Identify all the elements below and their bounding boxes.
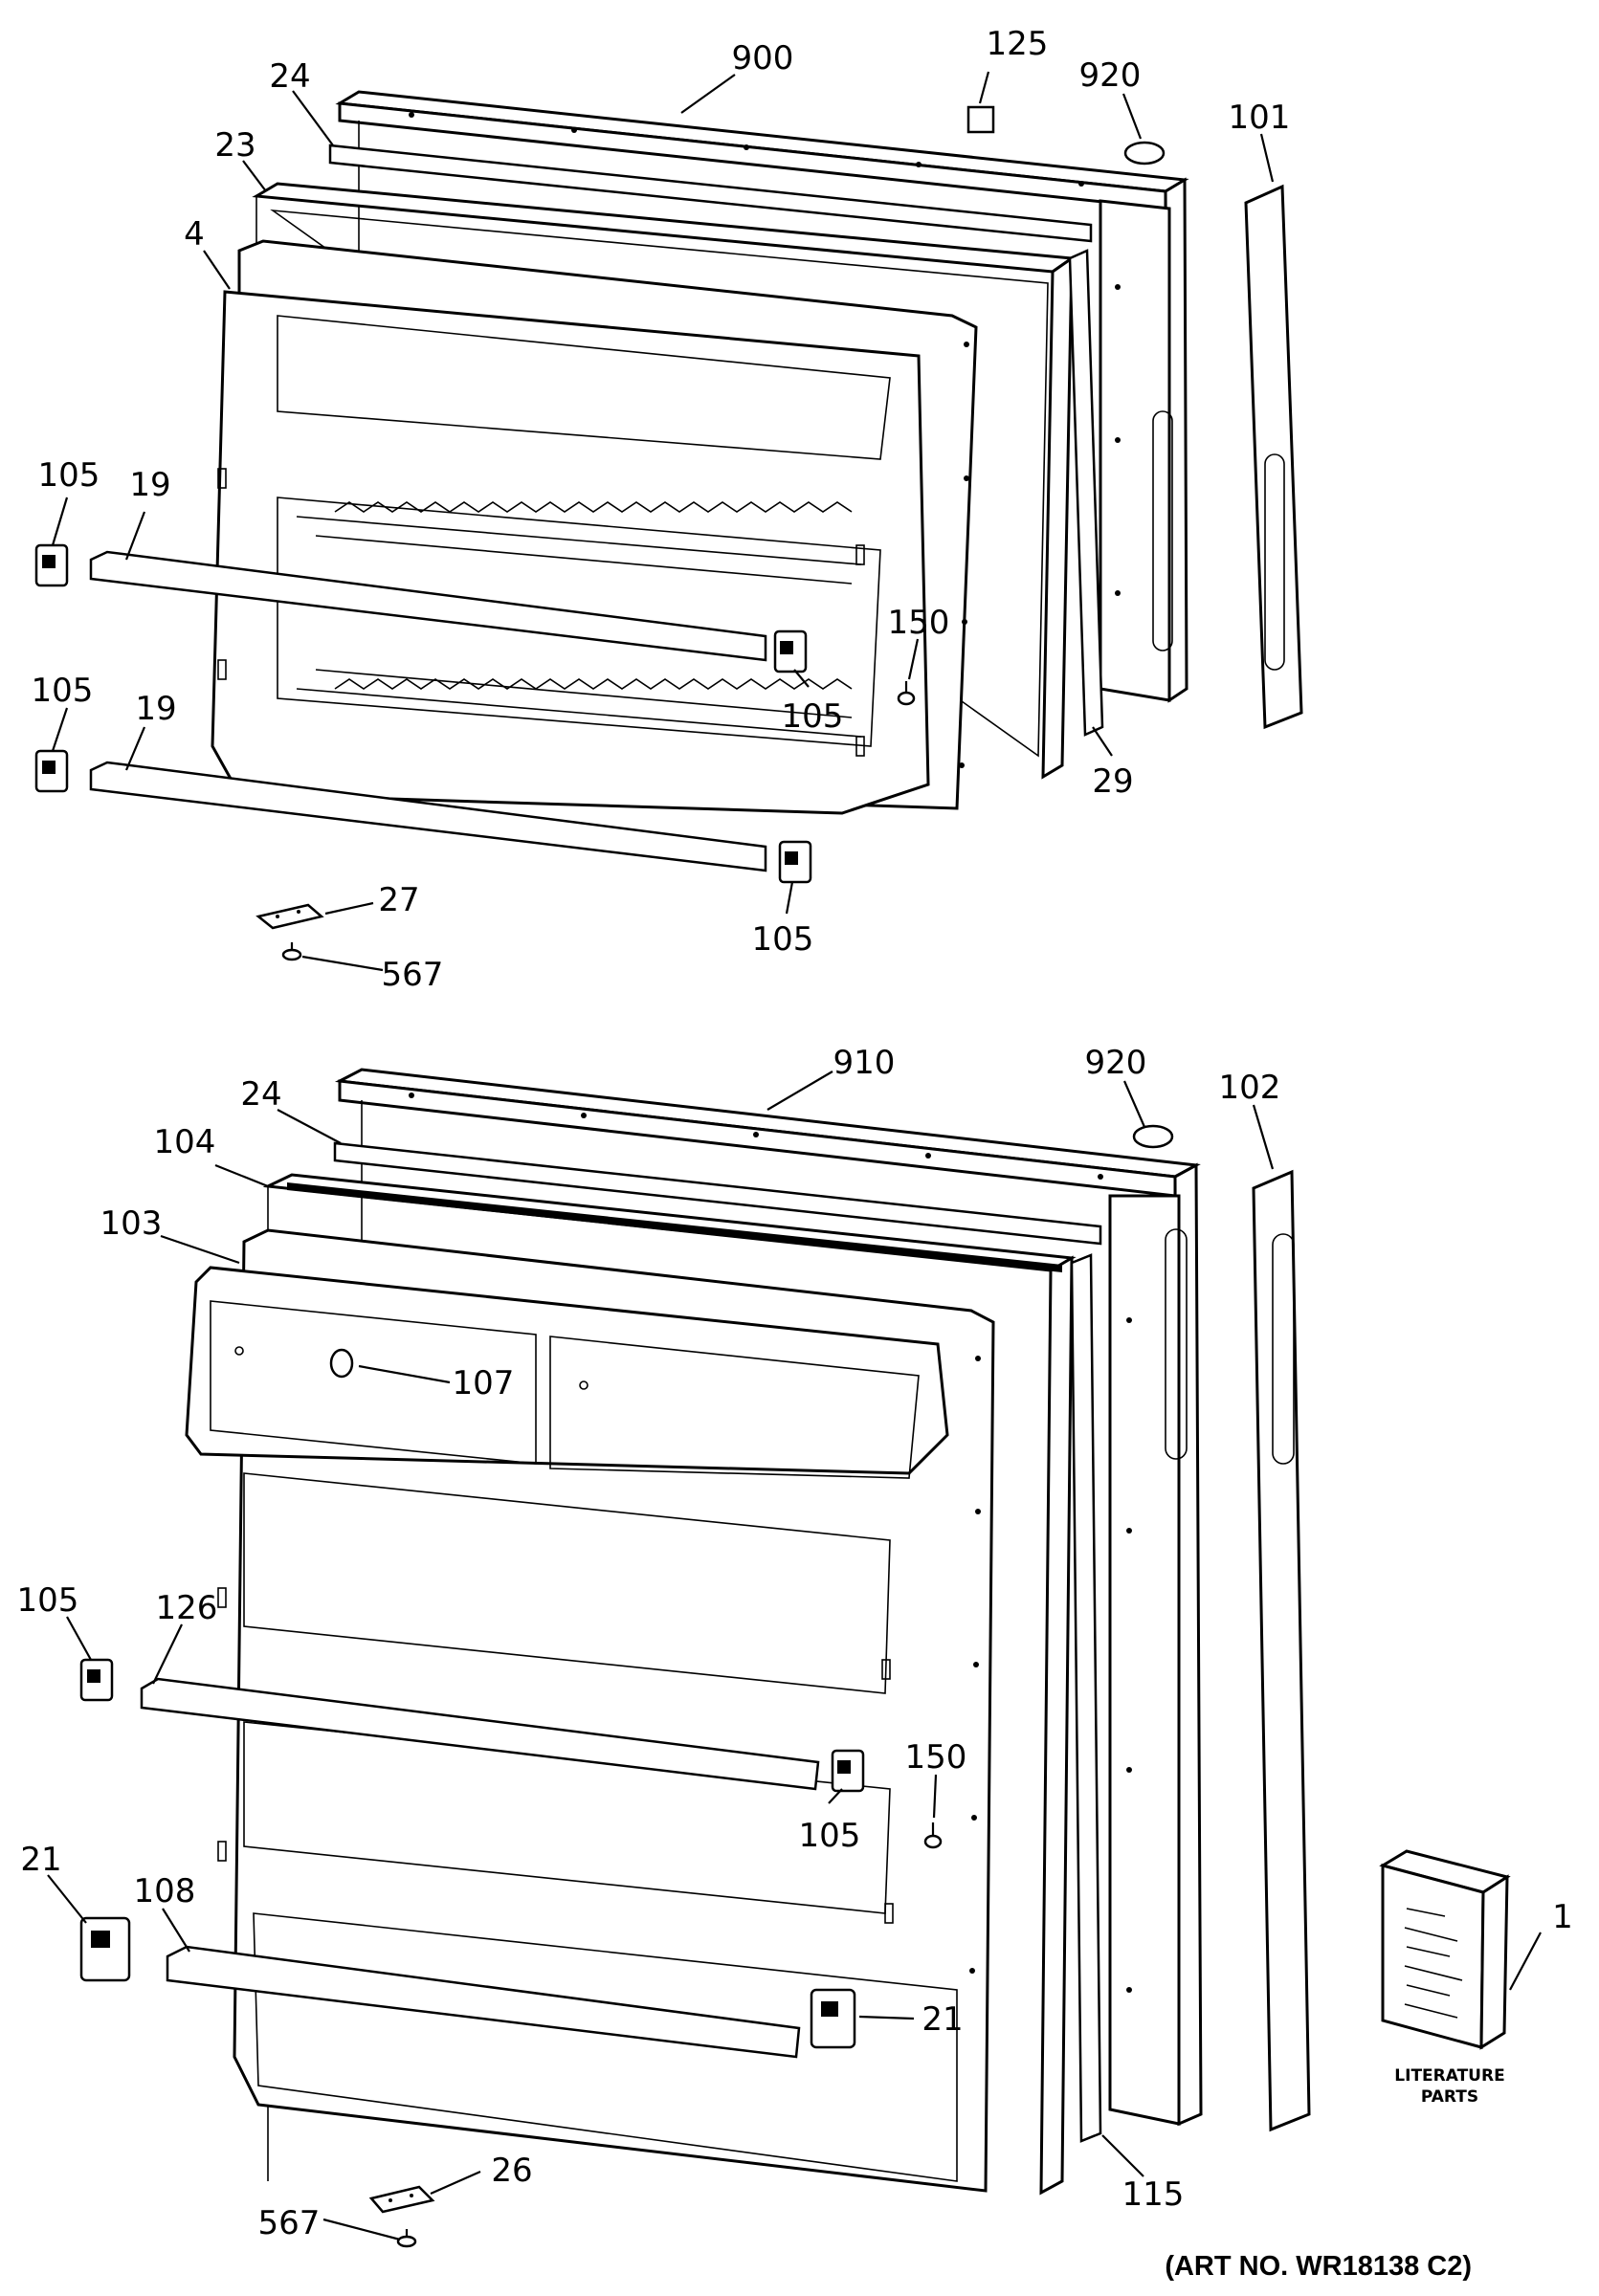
callout-23: 23 xyxy=(214,126,255,165)
literature-book-1 xyxy=(1379,1849,1511,2050)
gasket-strip-24 xyxy=(328,144,1093,243)
callout-105-b: 105 xyxy=(32,672,94,710)
callout-27: 27 xyxy=(378,881,419,919)
callout-150-top: 150 xyxy=(888,604,950,642)
literature-label-line2: PARTS xyxy=(1421,2087,1478,2107)
screw-567-bottom xyxy=(396,2229,417,2248)
shelf-clip-105-right-upper xyxy=(773,629,808,673)
callout-150-bottom: 150 xyxy=(905,1738,967,1777)
callout-19-a: 19 xyxy=(129,466,170,504)
callout-24: 24 xyxy=(269,57,310,96)
shelf-clip-105-left-lower xyxy=(34,749,69,793)
door-gasket-23 xyxy=(252,182,1077,780)
shelf-bar-19-lower xyxy=(89,761,767,872)
screw-150-bottom xyxy=(923,1822,943,1849)
shelf-clip-21-right xyxy=(810,1988,856,2049)
callout-105-a: 105 xyxy=(38,456,100,495)
bottom-door-assembly: 910 920 102 24 104 103 107 105 126 150 1… xyxy=(17,1044,1573,2282)
callout-910: 910 xyxy=(833,1044,896,1082)
shelf-clip-105-left-bottom xyxy=(79,1658,114,1702)
callout-115: 115 xyxy=(1122,2175,1185,2214)
callout-105-bottom-a: 105 xyxy=(17,1581,79,1620)
callout-21-b: 21 xyxy=(922,2000,963,2039)
callout-19-b: 19 xyxy=(135,690,176,728)
callout-4: 4 xyxy=(184,215,205,254)
callout-920: 920 xyxy=(1079,56,1142,95)
shelf-clip-105-left-upper xyxy=(34,543,69,587)
callout-107: 107 xyxy=(453,1364,515,1402)
breaker-strip-115 xyxy=(1070,1253,1102,2143)
door-gasket-104 xyxy=(262,1173,1077,2196)
callout-103: 103 xyxy=(100,1204,163,1243)
callout-labels-top: 900 125 920 101 24 23 4 105 19 105 19 15… xyxy=(32,25,1291,994)
callout-126: 126 xyxy=(156,1589,218,1627)
shelf-clip-105-right-bottom xyxy=(831,1749,865,1793)
callout-21-a: 21 xyxy=(20,1841,61,1879)
callout-105-c: 105 xyxy=(782,697,844,736)
callout-102: 102 xyxy=(1219,1069,1281,1107)
inner-door-liner-103 xyxy=(185,1228,995,2193)
hinge-27 xyxy=(255,903,324,930)
shelf-bar-108 xyxy=(166,1945,801,2059)
shelf-bar-19-upper xyxy=(89,550,767,662)
screw-150-top xyxy=(897,681,916,706)
callout-105-bottom-b: 105 xyxy=(799,1817,861,1855)
leader-lines-top xyxy=(51,71,1275,972)
shelf-ribs xyxy=(296,501,862,738)
callout-26: 26 xyxy=(491,2152,532,2190)
gasket-strip-24-bottom xyxy=(333,1141,1102,1246)
callout-125: 125 xyxy=(987,25,1049,63)
callout-29: 29 xyxy=(1092,762,1133,801)
shelf-clip-105-right-lower xyxy=(778,840,812,884)
plug-107 xyxy=(329,1348,354,1379)
outer-door-panel-910 xyxy=(334,1068,1203,2127)
door-handle-101 xyxy=(1244,184,1303,730)
leader-lines-bottom xyxy=(47,1071,1542,2241)
hinge-26 xyxy=(368,2185,435,2214)
art-number: (ART NO. WR18138 C2) xyxy=(1165,2251,1472,2282)
plug-920-top xyxy=(1123,141,1166,166)
callout-105-d: 105 xyxy=(752,920,814,959)
breaker-strip-29 xyxy=(1068,249,1104,737)
callout-labels-bottom: 910 920 102 24 104 103 107 105 126 150 1… xyxy=(17,1044,1573,2242)
shelf-clip-21-left xyxy=(79,1916,131,1982)
callout-108: 108 xyxy=(134,1872,196,1910)
literature-label-line1: LITERATURE xyxy=(1394,2066,1504,2086)
callout-567-bottom: 567 xyxy=(258,2204,321,2242)
inner-door-liner-4 xyxy=(211,239,978,815)
callout-24-bottom: 24 xyxy=(240,1075,281,1114)
callout-567-top: 567 xyxy=(382,956,444,994)
callout-900: 900 xyxy=(732,39,794,77)
door-handle-102 xyxy=(1252,1169,1311,2132)
top-door-assembly: 900 125 920 101 24 23 4 105 19 105 19 15… xyxy=(32,25,1303,994)
plug-920-bottom xyxy=(1132,1124,1174,1149)
callout-104: 104 xyxy=(154,1123,216,1161)
button-125 xyxy=(966,105,995,134)
callout-101: 101 xyxy=(1229,99,1291,137)
screw-567-top xyxy=(281,942,302,961)
callout-1: 1 xyxy=(1552,1898,1573,1936)
callout-920-bottom: 920 xyxy=(1085,1044,1147,1082)
